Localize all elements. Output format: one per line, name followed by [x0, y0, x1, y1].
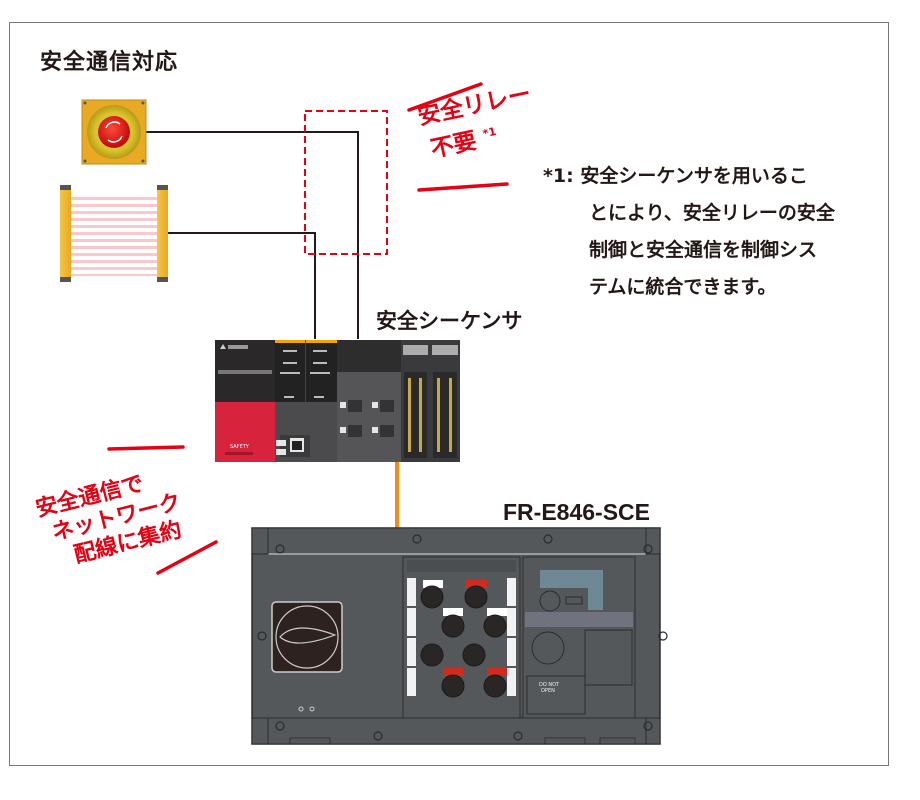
- footnote: *1: 安全シーケンサを用いるこ とにより、安全リレーの安全 制御と安全通信を制…: [543, 158, 835, 306]
- relay-callout-strokes: [407, 82, 509, 192]
- footnote-line: 安全シーケンサを用いるこ: [580, 165, 808, 187]
- inverter-model-label: FR-E846-SCE: [503, 499, 650, 525]
- footnote-line: テムに統合できます。: [589, 276, 777, 298]
- footnote-marker: *1:: [543, 165, 574, 187]
- footnote-line: とにより、安全リレーの安全: [589, 202, 835, 224]
- diagram-title: 安全通信対応: [40, 50, 179, 75]
- safety-sequencer-label: 安全シーケンサ: [376, 309, 523, 333]
- svg-text:DO NOT: DO NOT: [539, 682, 560, 688]
- footnote-line: 制御と安全通信を制御シス: [589, 239, 818, 261]
- light-curtain-icon: [60, 185, 168, 282]
- wire-light-curtain: [167, 232, 316, 339]
- relay-removed-box: [304, 110, 388, 255]
- e-stop-icon: [81, 99, 147, 165]
- io-module: [430, 340, 460, 462]
- network-callout-strokes: [107, 445, 218, 575]
- network-module: [337, 340, 369, 462]
- signal-wires: [145, 131, 359, 339]
- svg-text:SAFETY: SAFETY: [230, 444, 250, 450]
- footnote-mark: *1: [481, 124, 498, 141]
- plc-icon: SAFETY: [215, 340, 460, 462]
- svg-text:OPEN: OPEN: [541, 688, 555, 694]
- network-module: [369, 340, 401, 462]
- wire-estop: [145, 131, 359, 339]
- inverter-icon: DO NOT OPEN: [251, 527, 668, 745]
- io-module: [401, 340, 430, 462]
